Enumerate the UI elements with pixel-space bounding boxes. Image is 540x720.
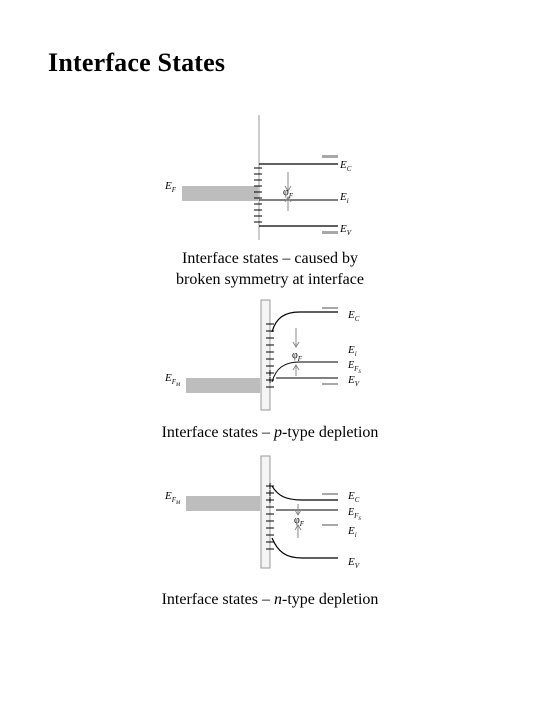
- caption-2-suffix: -type depletion: [281, 424, 379, 441]
- ev-gray-bar: [322, 383, 338, 385]
- band-diagram-interface-states: EF EC Ei EV φF: [164, 115, 352, 240]
- caption-2-prefix: Interface states –: [161, 424, 274, 441]
- caption-3-suffix: -type depletion: [281, 591, 379, 608]
- caption-1-line-2: broken symmetry at interface: [176, 271, 364, 288]
- caption-1: Interface states – caused by broken symm…: [0, 248, 540, 290]
- phi-arrows: [284, 172, 292, 211]
- label-ev: EV: [347, 556, 360, 570]
- caption-1-line-1: Interface states – caused by: [182, 250, 358, 267]
- label-ec: EC: [347, 490, 360, 504]
- label-ei: Ei: [347, 344, 357, 358]
- caption-2: Interface states – p-type depletion: [0, 422, 540, 443]
- ec-gray-bar: [322, 307, 338, 309]
- interface-state-ticks: [266, 485, 274, 550]
- metal-fermi-block: [186, 378, 260, 393]
- label-phi: φF: [294, 515, 305, 528]
- label-ei: Ei: [347, 525, 357, 539]
- label-efs: EFS: [347, 360, 361, 375]
- intrinsic-level-curve: [271, 361, 338, 383]
- label-ef: EFM: [164, 372, 181, 388]
- phi-arrows: [294, 504, 302, 538]
- caption-3: Interface states – n-type depletion: [0, 589, 540, 610]
- ec-gray-bar: [322, 493, 338, 495]
- label-ei: Ei: [339, 191, 349, 205]
- metal-fermi-block: [182, 186, 258, 201]
- page-title: Interface States: [48, 48, 226, 77]
- label-efs: EFS: [347, 507, 361, 522]
- phi-arrows: [292, 328, 300, 376]
- caption-2-type: p: [273, 424, 282, 441]
- insulator-slab: [260, 299, 271, 411]
- interface-state-ticks: [254, 167, 262, 223]
- band-diagram-p-type-depletion: EFM EC Ei EFS EV φF: [164, 299, 361, 411]
- ei-gray-bar: [322, 524, 338, 526]
- valence-band-curve: [271, 537, 338, 559]
- caption-3-type: n: [273, 591, 282, 608]
- ev-gray-bar: [322, 231, 338, 234]
- label-phi: φF: [283, 187, 294, 200]
- metal-fermi-block: [186, 496, 260, 511]
- label-phi: φF: [292, 350, 303, 363]
- label-ev: EV: [347, 374, 360, 388]
- caption-3-prefix: Interface states –: [161, 591, 274, 608]
- ec-gray-bar: [322, 155, 338, 158]
- label-ec: EC: [339, 159, 352, 173]
- conduction-band-curve: [271, 311, 338, 333]
- insulator-slab: [260, 455, 271, 569]
- band-diagram-n-type-depletion: EFM EC EFS Ei EV φF: [164, 455, 361, 570]
- label-ec: EC: [347, 309, 360, 323]
- label-ev: EV: [339, 223, 352, 237]
- label-ef: EFM: [164, 490, 181, 506]
- label-ef: EF: [164, 180, 177, 194]
- conduction-band-curve: [271, 485, 338, 501]
